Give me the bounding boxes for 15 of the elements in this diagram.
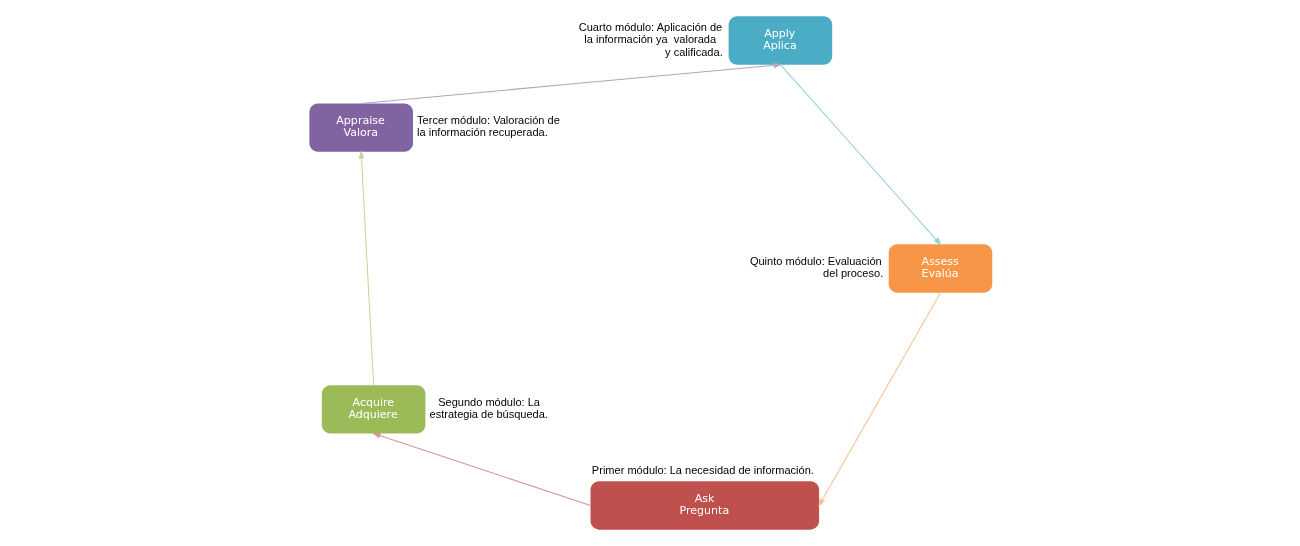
node-box: Appraise Valora (308, 103, 413, 152)
arrow (371, 432, 591, 506)
arrow (817, 292, 941, 507)
arrow (779, 64, 942, 246)
node-label: Primer módulo: La necesidad de información. (591, 463, 814, 476)
node-label: Cuarto módulo: Aplicación de la información ya valorada y calificada. (578, 20, 723, 58)
node-box: Acquire Adquiere (321, 385, 425, 434)
node-box: Apply Aplica (728, 16, 832, 65)
node-box: Assess Evalúa (888, 244, 992, 293)
node-label: Quinto módulo: Evaluación del proceso. (749, 254, 883, 280)
node-box: Ask Pregunta (590, 481, 819, 530)
arrow (358, 150, 374, 386)
arrow (360, 62, 782, 104)
node-label: Tercer módulo: Valoración de la información recuperada. (416, 114, 560, 139)
node-label: Segundo módulo: La estrategia de búsqueda. (429, 395, 548, 421)
